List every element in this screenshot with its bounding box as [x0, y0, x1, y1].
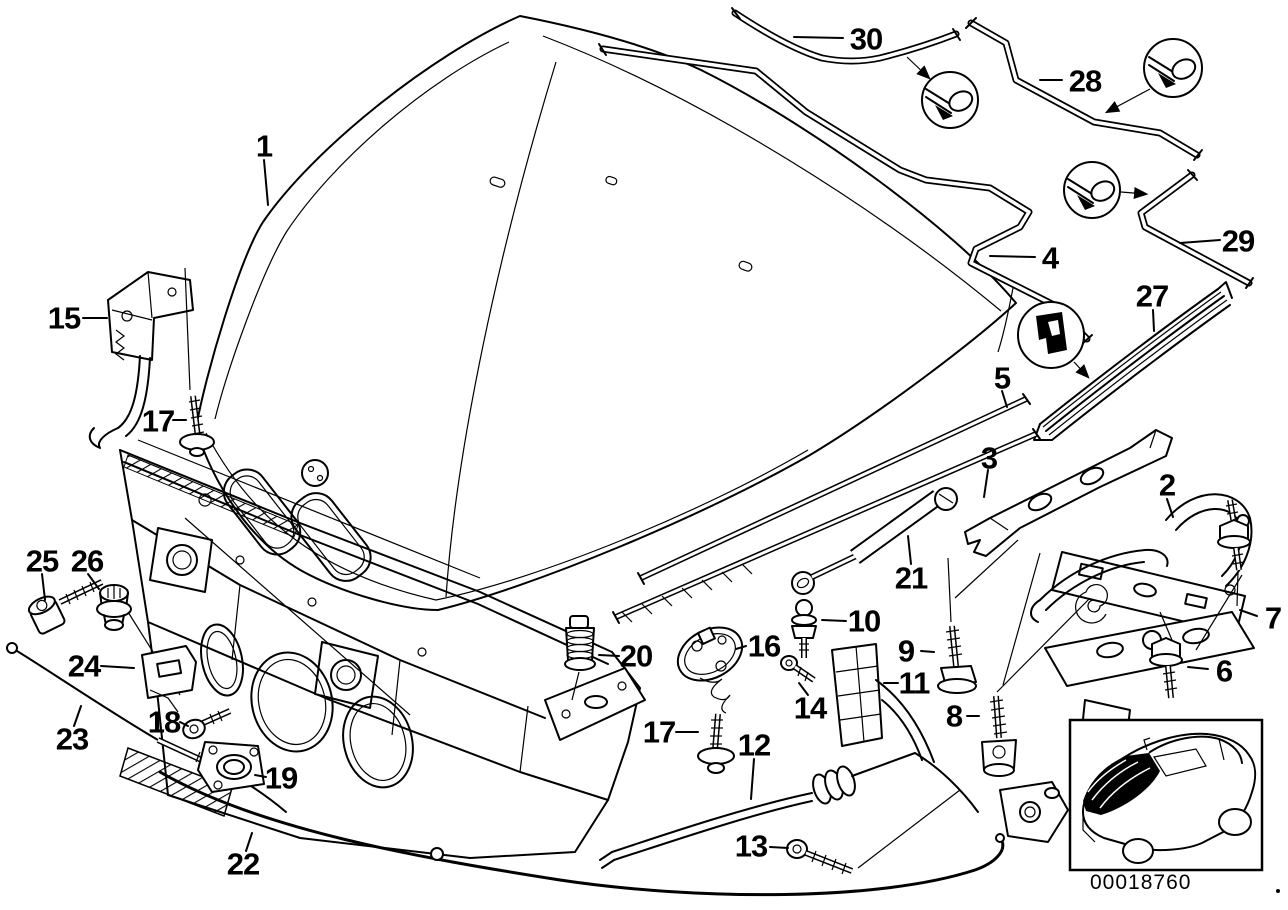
car-inset-thumbnail [1068, 718, 1264, 872]
callout-29[interactable]: 29 [1221, 223, 1255, 259]
bolt-part-7 [1217, 499, 1251, 607]
front-panel-assembly [119, 439, 646, 859]
callout-12[interactable]: 12 [737, 727, 771, 763]
seal-cross-section-detail-30 [906, 56, 979, 129]
clip-cross-section-detail-27 [1017, 301, 1090, 379]
callout-28[interactable]: 28 [1068, 63, 1102, 99]
callout-20[interactable]: 20 [619, 638, 653, 674]
screw-part-17-left [179, 395, 215, 457]
clip-part-24 [141, 645, 197, 713]
callout-1[interactable]: 1 [255, 128, 273, 164]
callout-7[interactable]: 7 [1264, 600, 1282, 636]
callout-16[interactable]: 16 [747, 628, 781, 664]
molding-part-27 [1033, 281, 1233, 441]
callout-30[interactable]: 30 [849, 21, 883, 57]
drawing-number: 00018760 [1090, 871, 1192, 894]
callout-26[interactable]: 26 [70, 543, 104, 579]
gas-strut-part-21 [791, 487, 958, 595]
ball-pin-part-10 [791, 599, 817, 658]
bolt-part-6 [1149, 637, 1183, 699]
hood-corner-detail [997, 287, 1014, 353]
buffer-part-20 [564, 615, 596, 701]
safety-catch-part-15 [88, 267, 194, 449]
callout-6[interactable]: 6 [1215, 653, 1233, 689]
seal-part-29 [1141, 169, 1254, 289]
callout-11[interactable]: 11 [898, 665, 931, 701]
callout-9[interactable]: 9 [897, 633, 915, 669]
lever-part-3 [964, 429, 1173, 557]
bowden-cable-part-22 [158, 770, 1005, 897]
callout-27[interactable]: 27 [1135, 278, 1169, 314]
callout-10[interactable]: 10 [847, 603, 881, 639]
bracket-part-11 [831, 643, 935, 763]
callout-15[interactable]: 15 [47, 300, 81, 336]
callout-leader-lines [41, 36, 1258, 852]
seal-cross-section-detail-28 [1104, 38, 1203, 114]
callout-3[interactable]: 3 [980, 440, 998, 476]
base-plate-part-16 [676, 626, 744, 714]
screw-part-13 [786, 839, 854, 875]
callout-18[interactable]: 18 [147, 704, 181, 740]
bolt-part-9 [937, 557, 977, 694]
callout-25[interactable]: 25 [25, 543, 59, 579]
callout-19[interactable]: 19 [264, 760, 298, 796]
seal-part-30 [731, 7, 961, 61]
screw-part-14 [780, 655, 816, 683]
callout-17[interactable]: 17 [141, 403, 175, 439]
callout-23[interactable]: 23 [55, 721, 89, 757]
callout-5[interactable]: 5 [993, 360, 1011, 396]
callout-24[interactable]: 24 [67, 648, 101, 684]
bolt-part-25 [27, 579, 104, 635]
callout-13[interactable]: 13 [734, 828, 768, 864]
bolt-part-8 [981, 589, 1099, 777]
callout-4[interactable]: 4 [1041, 240, 1059, 276]
callout-17[interactable]: 17 [642, 714, 676, 750]
seal-part-28 [965, 17, 1203, 161]
bolt-part-18 [182, 708, 232, 740]
screw-part-17-mid [697, 713, 735, 774]
strip-part-5 [612, 393, 1041, 624]
lock-cable-part-12 [599, 752, 1069, 869]
callout-14[interactable]: 14 [793, 690, 827, 726]
callout-2[interactable]: 2 [1158, 467, 1176, 503]
callout-21[interactable]: 21 [894, 560, 928, 596]
seal-cross-section-detail-29 [1063, 161, 1149, 219]
callout-8[interactable]: 8 [945, 698, 963, 734]
lock-plate-part-19 [197, 741, 265, 793]
nut-part-26 [96, 584, 181, 696]
callout-22[interactable]: 22 [226, 846, 260, 882]
